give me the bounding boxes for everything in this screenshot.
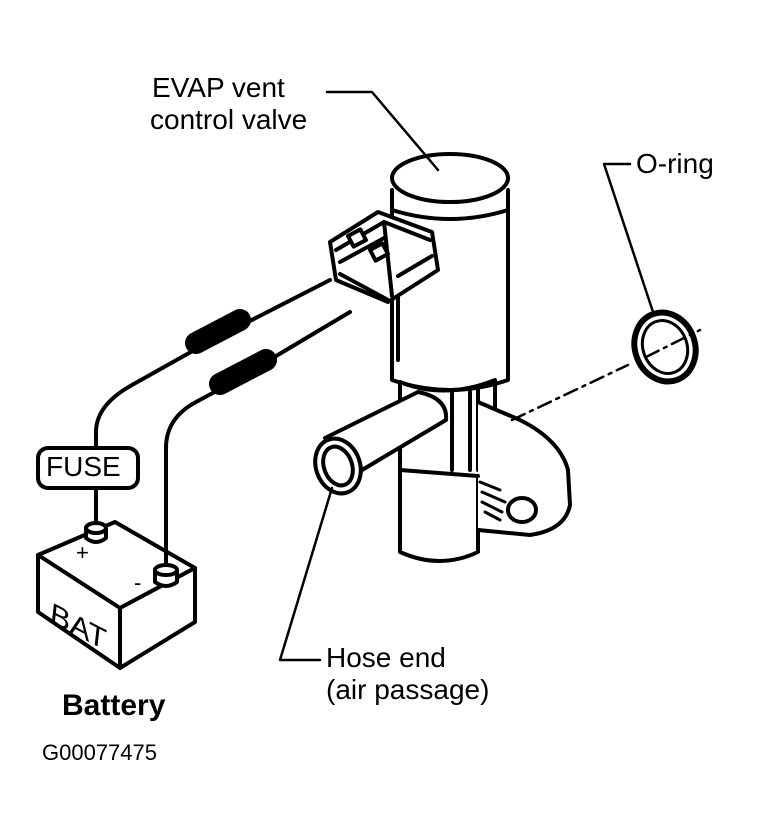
battery-positive-terminal bbox=[84, 521, 108, 544]
valve-label-line2: control valve bbox=[150, 104, 308, 135]
valve-leader-line bbox=[325, 90, 440, 172]
o-ring-centerline bbox=[510, 363, 630, 422]
battery-plus-sign: + bbox=[76, 540, 89, 565]
figure-id: G00077475 bbox=[42, 740, 157, 765]
battery-body bbox=[36, 520, 197, 670]
fuse-label: FUSE bbox=[46, 451, 121, 482]
valve-connector bbox=[328, 210, 440, 304]
negative-wire bbox=[164, 310, 352, 567]
fuse-box bbox=[36, 446, 140, 490]
hose-label-line2: (air passage) bbox=[326, 674, 490, 705]
inline-resistor-positive bbox=[185, 309, 251, 354]
battery-label: Battery bbox=[62, 689, 166, 722]
o-ring-label: O-ring bbox=[636, 148, 714, 179]
valve-lower-body bbox=[398, 378, 572, 563]
o-ring-leader-line bbox=[602, 162, 656, 317]
hose-leader-line bbox=[278, 486, 334, 662]
battery-negative-terminal bbox=[153, 563, 179, 588]
positive-wire bbox=[94, 278, 332, 524]
hose-end bbox=[313, 390, 449, 496]
hose-label-line1: Hose end bbox=[326, 642, 446, 673]
valve-label-line1: EVAP vent bbox=[152, 72, 285, 103]
battery-minus-sign: - bbox=[134, 570, 142, 595]
inline-resistor-negative bbox=[209, 349, 277, 395]
